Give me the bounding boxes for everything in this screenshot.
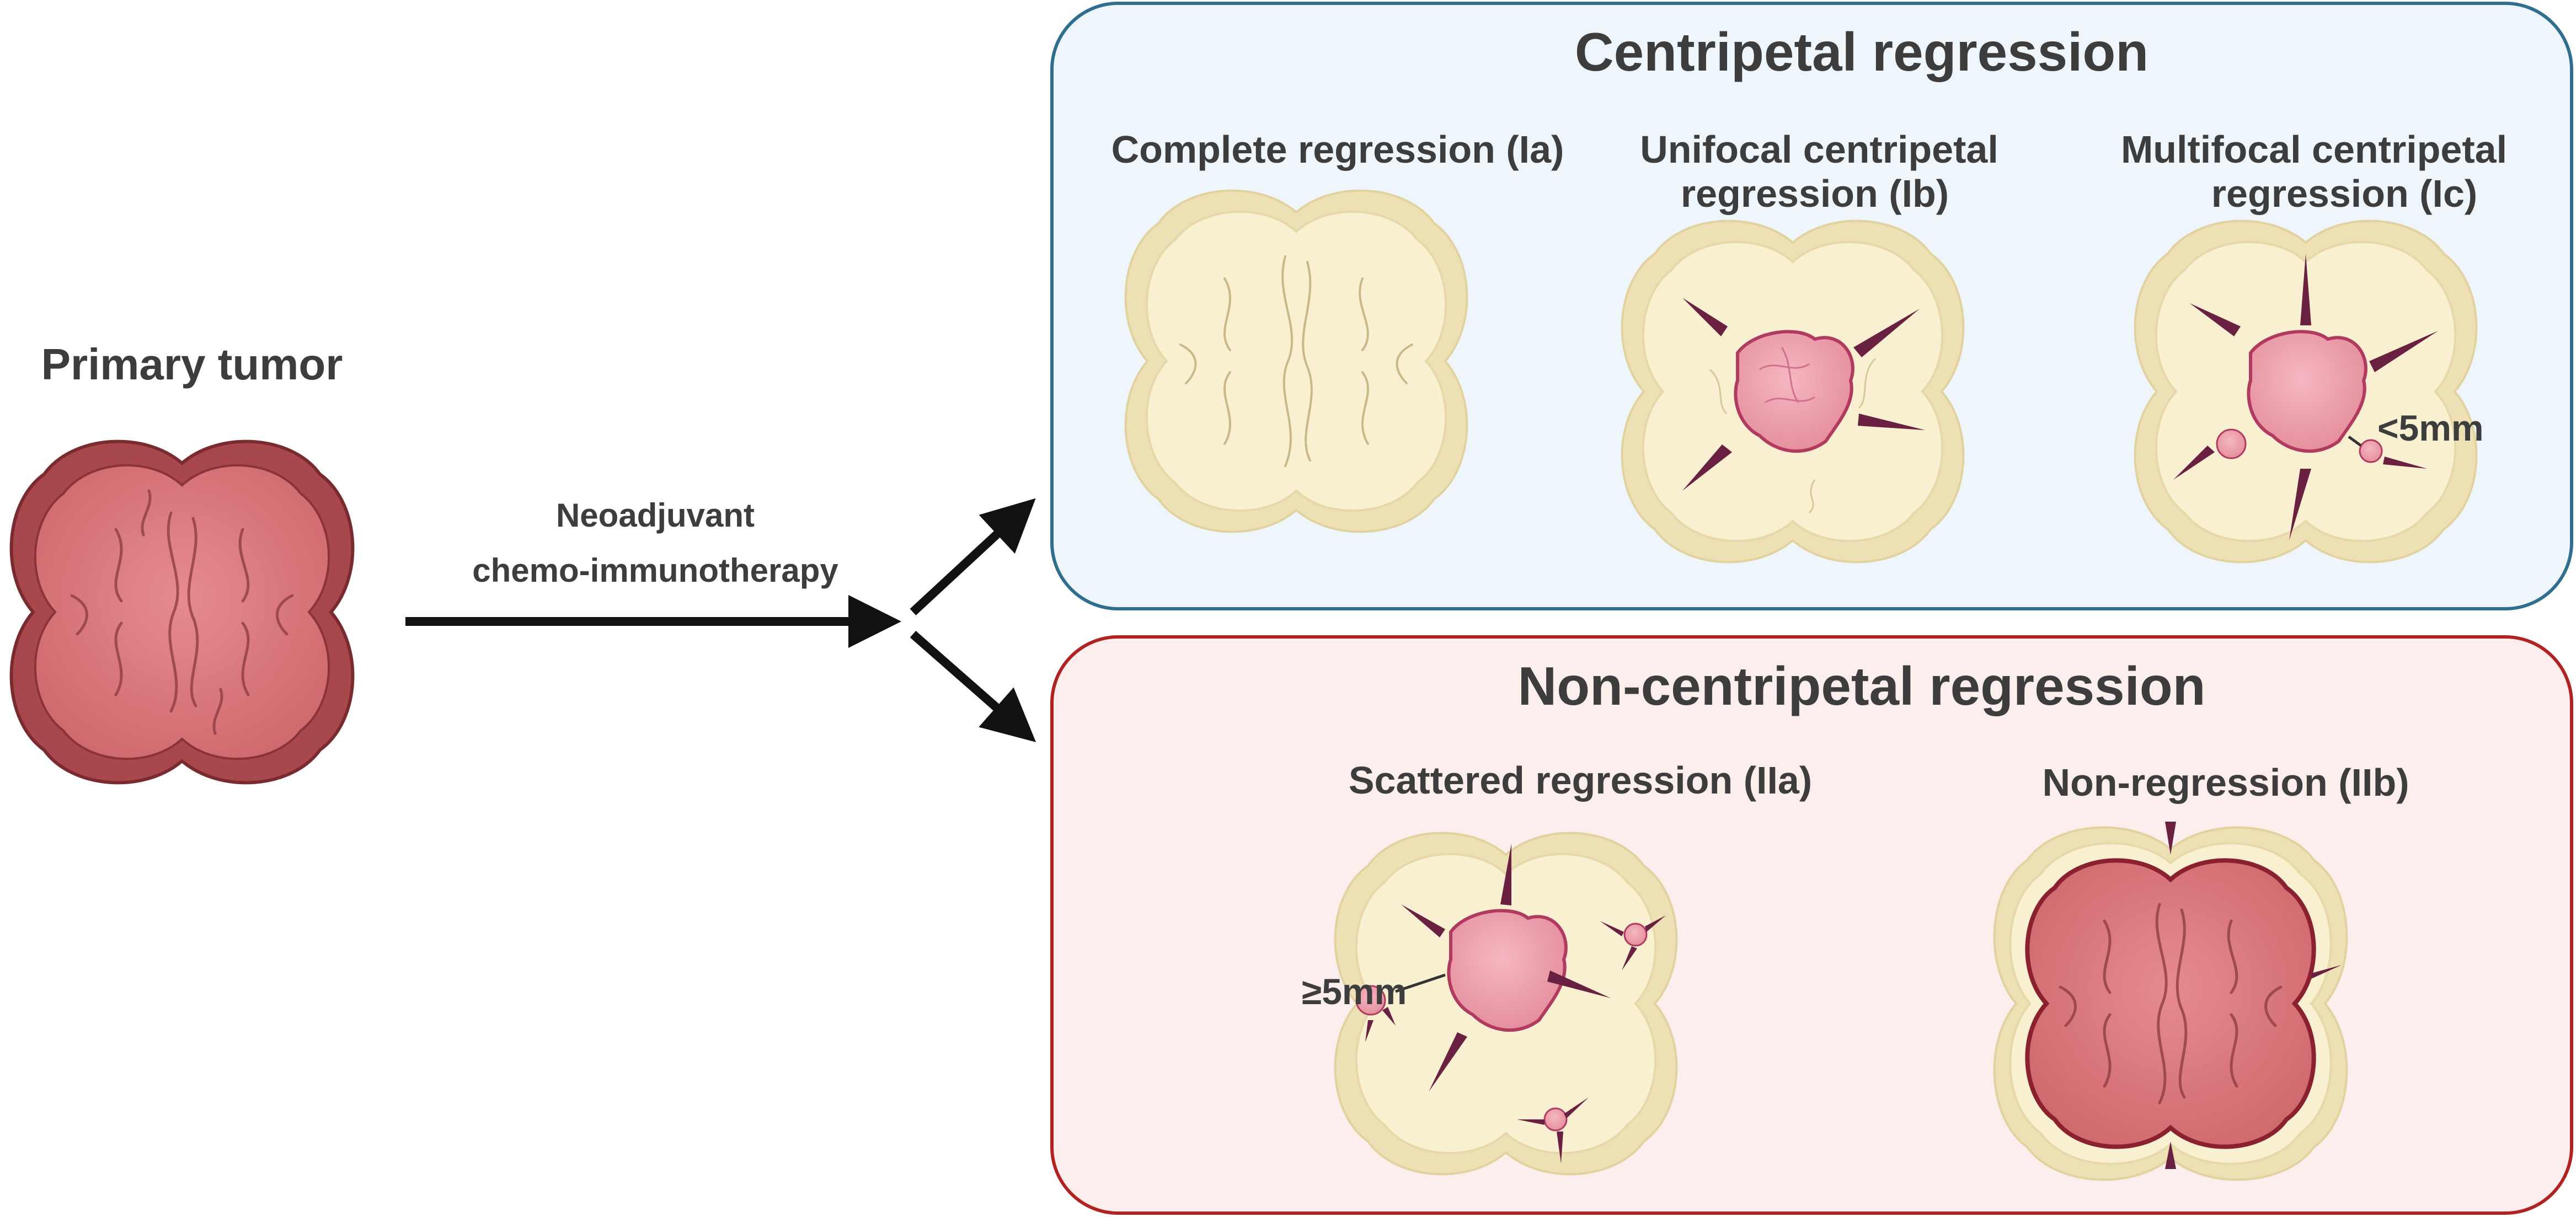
multifocal-regression-illustration: [2134, 219, 2478, 564]
treatment-label-line1: Neoadjuvant: [555, 497, 755, 534]
complete-regression-label: Complete regression (Ia): [1111, 128, 1564, 171]
unifocal-regression-illustration: [1621, 219, 1965, 564]
complete-regression-illustration: [1124, 189, 1468, 533]
measure-at-least-5mm: ≥5mm: [1302, 971, 1407, 1012]
multifocal-regression-label-line2: regression (Ic): [2211, 172, 2478, 215]
scattered-regression-illustration: [1334, 832, 1678, 1176]
multifocal-regression-label-line1: Multifocal centripetal: [2120, 128, 2508, 171]
satellite-focus: [2359, 439, 2383, 463]
branch-arrow-down: [910, 630, 1036, 742]
centripetal-title: Centripetal regression: [1574, 22, 2149, 82]
noncentripetal-title: Non-centripetal regression: [1517, 656, 2206, 716]
unifocal-regression-label-line2: regression (Ib): [1680, 172, 1949, 215]
non-regression-label: Non-regression (IIb): [2042, 761, 2409, 804]
primary-tumor-title: Primary tumor: [41, 340, 343, 389]
unifocal-regression-label-line1: Unifocal centripetal: [1640, 128, 1998, 171]
satellite-focus: [1355, 985, 1386, 1016]
measure-less-than-5mm: <5mm: [2377, 408, 2484, 448]
satellite-focus: [1623, 923, 1648, 947]
non-regression-illustration: [1993, 822, 2348, 1181]
satellite-focus: [1543, 1107, 1568, 1132]
treatment-label-line2: chemo-immunotherapy: [472, 552, 838, 589]
residual-tumor: [1734, 330, 1854, 453]
branch-arrow-up: [910, 498, 1036, 615]
primary-tumor-illustration: [9, 439, 355, 785]
satellite-focus: [2216, 428, 2247, 459]
residual-tumor: [1447, 909, 1568, 1032]
residual-tumor: [2247, 330, 2367, 453]
scattered-regression-label: Scattered regression (IIa): [1348, 759, 1813, 802]
